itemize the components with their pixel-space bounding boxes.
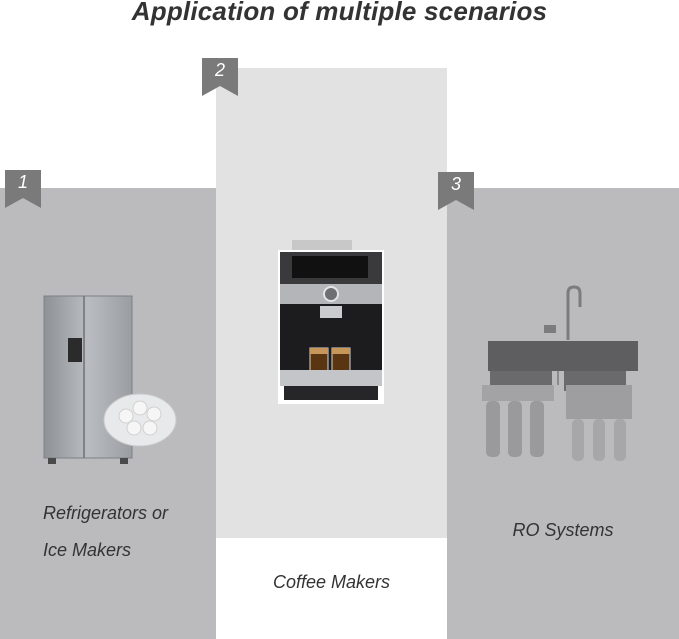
caption-coffee-makers: Coffee Makers (272, 572, 391, 592)
ro-system-icon (482, 285, 638, 461)
badge-flag-icon (5, 170, 41, 208)
badge-flag-icon (202, 58, 238, 96)
caption-refrigerators-line2: Ice Makers (43, 540, 132, 560)
badge-number: 1 (17, 172, 28, 192)
coffee-machine-icon (278, 240, 384, 404)
badge-flag-icon (438, 172, 474, 210)
scenario-badge-3: 3 (438, 172, 474, 210)
badge-number: 2 (214, 60, 225, 80)
scenario-panel-ro-systems (447, 188, 679, 639)
scenario-badge-2: 2 (202, 58, 238, 96)
page-title: Application of multiple scenarios (131, 0, 548, 26)
badge-number: 3 (450, 174, 461, 194)
scenario-badge-1: 1 (5, 170, 41, 208)
caption-ro-systems: RO Systems (512, 520, 614, 540)
caption-refrigerators-line1: Refrigerators or (43, 503, 169, 523)
refrigerator-icon (43, 295, 177, 464)
